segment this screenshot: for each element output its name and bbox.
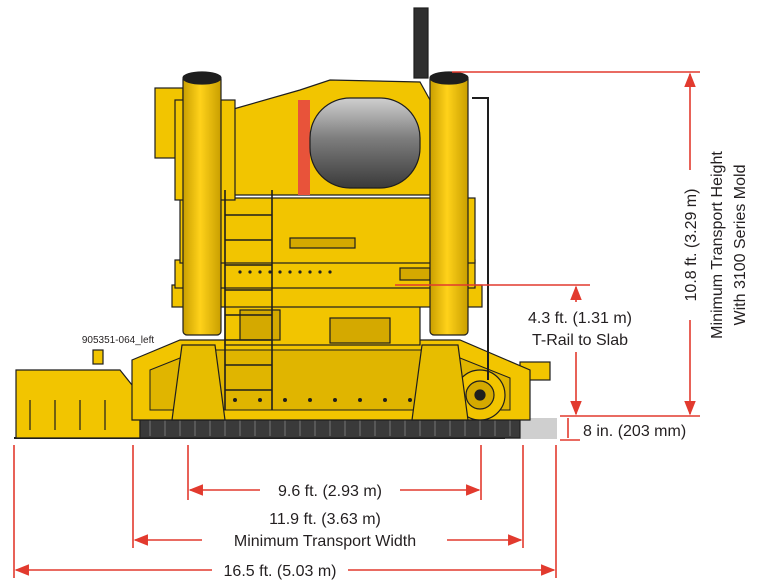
left-column — [182, 74, 222, 336]
exhaust-stack — [413, 7, 429, 79]
right-leg-pod — [411, 344, 469, 421]
red-accent — [298, 100, 310, 195]
paver-machine — [14, 7, 557, 439]
rail-to-slab-value: 4.3 ft. (1.31 m) — [528, 310, 632, 327]
right-column — [429, 74, 469, 336]
mold-hook — [92, 349, 104, 365]
upper-body — [179, 197, 476, 264]
slab-thickness-label: 8 in. (203 mm) — [583, 423, 686, 440]
transport-width-caption: Minimum Transport Width — [234, 533, 416, 550]
height-value-label: 10.8 ft. (3.29 m) — [683, 189, 700, 302]
axle-width-label: 9.6 ft. (2.93 m) — [278, 483, 382, 500]
left-mold — [15, 369, 141, 439]
dimension-lines — [13, 71, 700, 578]
fuel-tank — [309, 97, 421, 189]
access-ladder — [224, 190, 273, 410]
left-leg-pod — [171, 344, 226, 421]
transport-width-value: 11.9 ft. (3.63 m) — [269, 511, 381, 528]
height-caption-line1: Minimum Transport Height — [709, 151, 726, 339]
rail-to-slab-caption: T-Rail to Slab — [532, 332, 628, 349]
overall-width-label: 16.5 ft. (5.03 m) — [224, 563, 337, 580]
height-caption-line2: With 3100 Series Mold — [732, 165, 749, 326]
part-id-label: 905351-064_left — [82, 335, 155, 346]
hand-rail — [472, 97, 489, 380]
